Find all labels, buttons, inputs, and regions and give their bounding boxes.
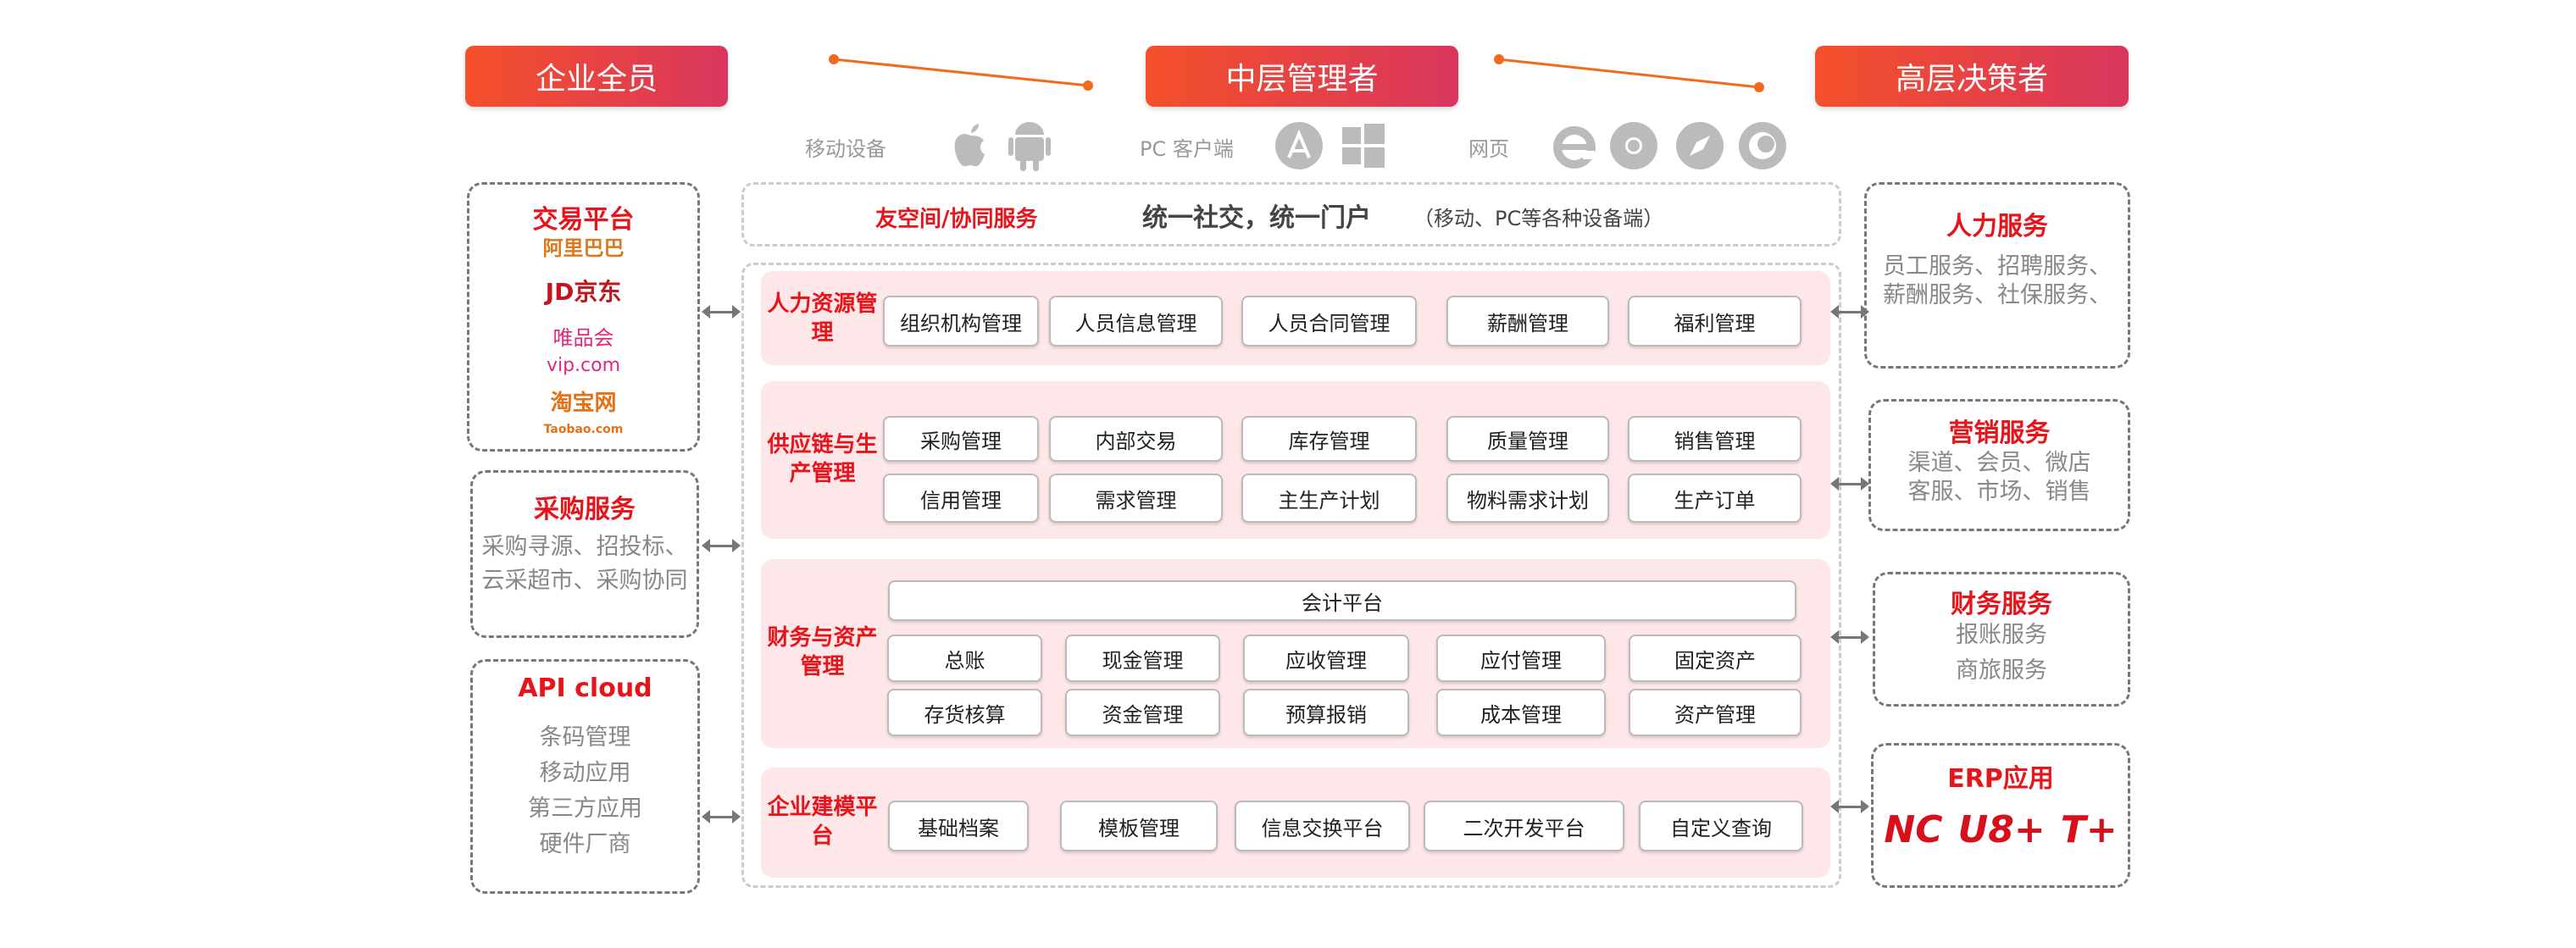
module-box: 现金管理 — [1065, 635, 1220, 682]
t-plus-logo: T+ — [2060, 808, 2118, 851]
alibaba-logo: 阿里巴巴 — [542, 236, 625, 260]
module-box: 薪酬管理 — [1446, 296, 1609, 346]
chrome-icon — [1608, 119, 1659, 173]
module-box: 应付管理 — [1436, 635, 1606, 682]
role-executives: 高层决策者 — [1815, 46, 2129, 107]
mobile-devices-label: 移动设备 — [805, 137, 886, 161]
role-all-staff: 企业全员 — [465, 46, 728, 107]
band-hr-label: 人力资源管理 — [767, 291, 878, 346]
erp-apps-title: ERP应用 — [1947, 764, 2054, 794]
api-cloud-title: API cloud — [518, 674, 652, 703]
module-box: 应收管理 — [1243, 635, 1409, 682]
api-cloud-line: 硬件厂商 — [539, 831, 631, 857]
api-cloud-box: API cloud 条码管理 移动应用 第三方应用 硬件厂商 — [470, 659, 700, 894]
erp-apps-box: ERP应用 NC U8+ T+ — [1871, 743, 2130, 888]
module-box: 销售管理 — [1628, 416, 1802, 462]
module-box: 主生产计划 — [1241, 474, 1417, 523]
band-finance-label: 财务与资产管理 — [767, 625, 878, 679]
finance-service-box: 财务服务 报账服务 商旅服务 — [1873, 572, 2130, 707]
accounting-platform: 会计平台 — [888, 580, 1796, 621]
finance-service-line: 商旅服务 — [1956, 657, 2047, 684]
module-box: 内部交易 — [1049, 416, 1223, 462]
vip-domain: vip.com — [546, 355, 621, 376]
marketing-service-line: 渠道、会员、微店 — [1907, 450, 2091, 476]
api-cloud-line: 第三方应用 — [528, 796, 642, 822]
purchase-service-line: 采购寻源、招投标、 — [481, 534, 688, 560]
module-box: 组织机构管理 — [883, 296, 1039, 346]
finance-service-line: 报账服务 — [1956, 622, 2047, 648]
hr-service-box: 人力服务 员工服务、招聘服务、 薪酬服务、社保服务、 — [1864, 182, 2130, 369]
erp-logo-row: NC U8+ T+ — [1874, 808, 2128, 851]
module-box: 资金管理 — [1065, 689, 1220, 736]
purchase-service-line: 云采超市、采购协同 — [481, 568, 688, 594]
pc-client-label: PC 客户端 — [1140, 137, 1234, 161]
module-box: 预算报销 — [1243, 689, 1409, 736]
module-box: 资产管理 — [1629, 689, 1802, 736]
hr-service-title: 人力服务 — [1946, 212, 2048, 241]
portal-note: （移动、PC等各种设备端） — [1413, 207, 1664, 230]
module-box: 自定义查询 — [1639, 801, 1803, 851]
nc-logo: NC — [1884, 808, 1943, 851]
module-box: 福利管理 — [1628, 296, 1802, 346]
marketing-service-box: 营销服务 渠道、会员、微店 客服、市场、销售 — [1868, 399, 2130, 531]
bidirectional-arrow-icon — [702, 305, 741, 319]
bidirectional-arrow-icon — [1830, 305, 1869, 319]
api-cloud-line: 条码管理 — [539, 724, 631, 751]
jd-logo: JD京东 — [545, 278, 622, 306]
bidirectional-arrow-icon — [702, 539, 741, 552]
bidirectional-arrow-icon — [1830, 630, 1869, 644]
vip-logo: 唯品会 — [552, 326, 614, 350]
module-box: 库存管理 — [1241, 416, 1417, 462]
module-box: 总账 — [887, 635, 1042, 682]
core-modules-box — [741, 263, 1841, 888]
app-store-icon — [1274, 119, 1324, 173]
module-box: 信息交换平台 — [1235, 801, 1410, 851]
hr-service-line: 薪酬服务、社保服务、 — [1883, 282, 2112, 308]
windows-icon — [1337, 119, 1388, 173]
bidirectional-arrow-icon — [1830, 477, 1869, 491]
module-box: 基础档案 — [888, 801, 1029, 851]
trade-platform-title: 交易平台 — [532, 205, 635, 235]
module-box: 信用管理 — [883, 474, 1039, 523]
taobao-domain: Taobao.com — [543, 423, 624, 436]
firefox-icon — [1737, 119, 1788, 173]
module-box: 模板管理 — [1060, 801, 1218, 851]
u8-logo: U8+ — [1957, 808, 2046, 851]
bidirectional-arrow-icon — [702, 810, 741, 823]
portal-box: 友空间/协同服务 统一社交，统一门户 （移动、PC等各种设备端） — [741, 182, 1841, 247]
apple-icon — [945, 119, 996, 173]
android-icon — [1004, 119, 1055, 173]
bidirectional-arrow-icon — [1830, 800, 1869, 813]
marketing-service-line: 客服、市场、销售 — [1907, 479, 2091, 505]
band-modeling-label: 企业建模平台 — [767, 795, 878, 849]
module-box: 固定资产 — [1629, 635, 1802, 682]
portal-main: 统一社交，统一门户 — [1142, 203, 1371, 233]
purchase-service-title: 采购服务 — [534, 495, 636, 524]
portal-title: 友空间/协同服务 — [875, 207, 1038, 232]
module-box: 质量管理 — [1446, 416, 1609, 462]
module-box: 生产订单 — [1628, 474, 1802, 523]
trade-platform-box: 交易平台 阿里巴巴 JD京东 唯品会 vip.com 淘宝网 Taobao.co… — [467, 182, 700, 452]
internet-explorer-icon — [1549, 119, 1600, 173]
module-box: 二次开发平台 — [1424, 801, 1624, 851]
module-box: 需求管理 — [1049, 474, 1223, 523]
hr-service-line: 员工服务、招聘服务、 — [1883, 253, 2112, 280]
finance-service-title: 财务服务 — [1951, 590, 2052, 619]
module-box: 人员信息管理 — [1049, 296, 1223, 346]
connector-lines — [829, 54, 1764, 92]
api-cloud-line: 移动应用 — [539, 760, 631, 786]
safari-icon — [1674, 119, 1725, 173]
role-middle-managers: 中层管理者 — [1146, 46, 1458, 107]
module-box: 物料需求计划 — [1446, 474, 1609, 523]
module-box: 成本管理 — [1436, 689, 1606, 736]
module-box: 人员合同管理 — [1241, 296, 1417, 346]
web-label: 网页 — [1468, 137, 1509, 161]
module-box: 存货核算 — [887, 689, 1042, 736]
marketing-service-title: 营销服务 — [1948, 419, 2051, 448]
band-supply-label: 供应链与生产管理 — [767, 432, 878, 486]
module-box: 采购管理 — [883, 416, 1039, 462]
purchase-service-box: 采购服务 采购寻源、招投标、 云采超市、采购协同 — [470, 470, 699, 638]
taobao-logo: 淘宝网 — [550, 391, 617, 416]
